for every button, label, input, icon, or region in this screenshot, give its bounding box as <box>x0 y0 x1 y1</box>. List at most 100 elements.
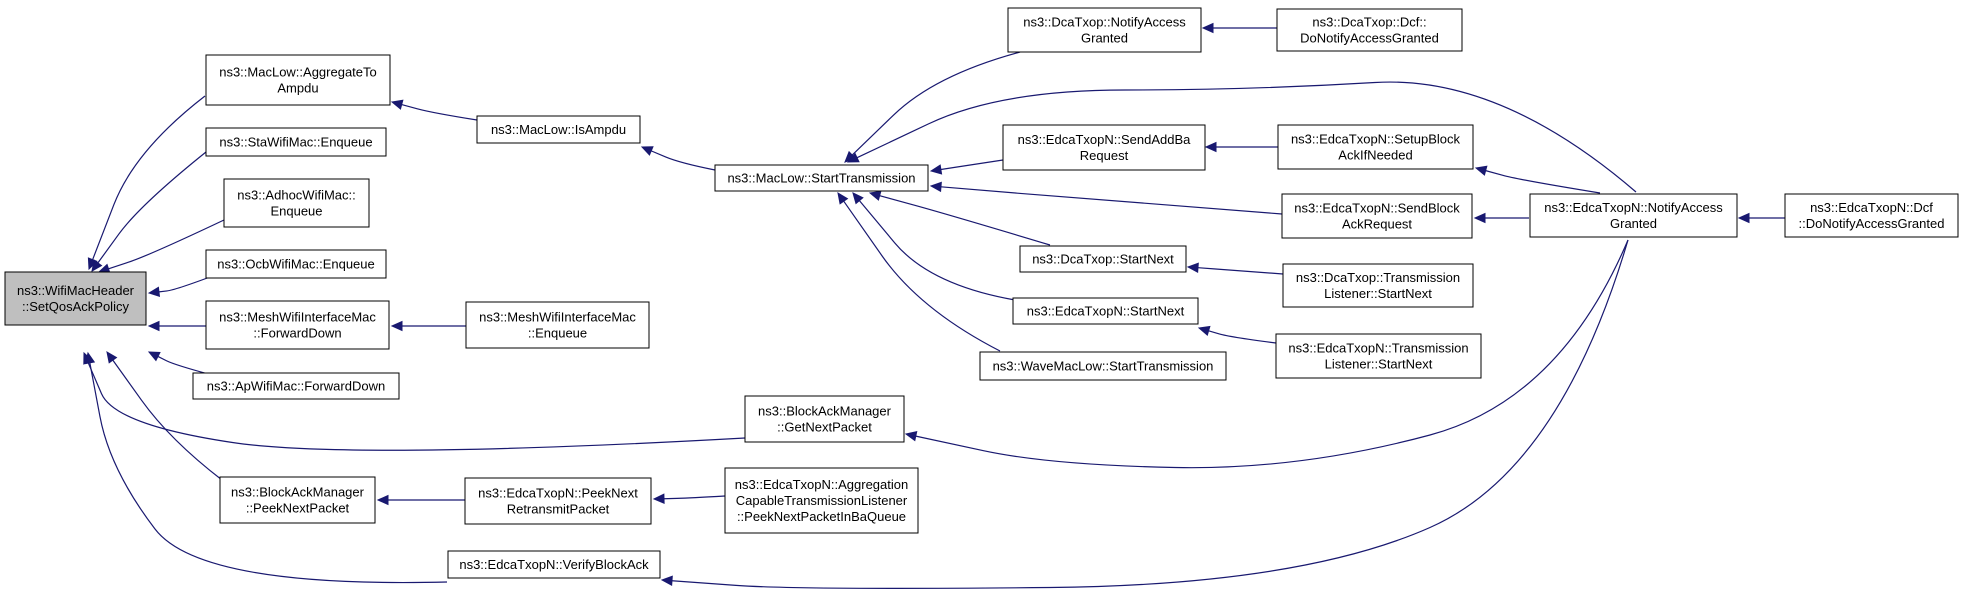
node-root[interactable]: ns3::WifiMacHeader::SetQosAckPolicy <box>4 271 147 326</box>
node-label-line: ::SetQosAckPolicy <box>22 299 129 314</box>
node-box <box>1007 7 1202 53</box>
edge-arrowhead <box>837 192 849 205</box>
node-label-line: Listener::StartNext <box>1325 357 1433 372</box>
node-edca-tl[interactable]: ns3::EdcaTxopN::TransmissionListener::St… <box>1275 333 1482 379</box>
call-edge-edca_startnext-to-starttx <box>852 192 1016 301</box>
node-label-line: ns3::WaveMacLow::StartTransmission <box>993 359 1214 374</box>
edge-line <box>856 81 1637 193</box>
edge-arrowhead <box>1737 212 1750 224</box>
node-label-line: ns3::BlockAckManager <box>758 404 892 419</box>
node-box <box>464 477 652 525</box>
node-label-line: ::GetNextPacket <box>777 420 872 435</box>
node-box <box>1012 297 1199 325</box>
node-starttx[interactable]: ns3::MacLow::StartTransmission <box>714 164 929 192</box>
node-ocb[interactable]: ns3::OcbWifiMac::Enqueue <box>205 249 387 279</box>
edge-arrowhead <box>1201 22 1214 34</box>
edge-line <box>663 495 726 500</box>
edge-line <box>92 95 206 260</box>
node-bam-peek[interactable]: ns3::BlockAckManager::PeekNextPacket <box>219 476 376 524</box>
node-mesh-fd[interactable]: ns3::MeshWifiInterfaceMac::ForwardDown <box>205 300 390 350</box>
edge-arrowhead <box>852 192 864 205</box>
node-edca-startnext[interactable]: ns3::EdcaTxopN::StartNext <box>1012 297 1199 325</box>
node-label-line: ns3::WifiMacHeader <box>17 283 135 298</box>
node-box <box>1281 193 1473 239</box>
node-box <box>223 178 370 228</box>
node-label-line: ::PeekNextPacket <box>246 501 350 516</box>
edge-arrowhead <box>652 493 665 504</box>
node-sta[interactable]: ns3::StaWifiMac::Enqueue <box>205 127 387 157</box>
node-isampdu[interactable]: ns3::MacLow::IsAmpdu <box>476 115 641 144</box>
node-ap[interactable]: ns3::ApWifiMac::ForwardDown <box>192 372 400 400</box>
node-box <box>724 467 919 534</box>
node-label-line: CapableTransmissionListener <box>736 493 908 508</box>
node-wave[interactable]: ns3::WaveMacLow::StartTransmission <box>979 351 1227 381</box>
node-box <box>192 372 400 400</box>
node-label-line: Granted <box>1081 31 1128 46</box>
node-adhoc[interactable]: ns3::AdhocWifiMac::Enqueue <box>223 178 370 228</box>
edge-line <box>108 219 225 270</box>
edge-arrowhead <box>1474 165 1488 176</box>
call-edge-edca_notify-to-verify <box>660 239 1629 589</box>
node-label-line: ::PeekNextPacketInBaQueue <box>737 509 906 524</box>
node-mesh-enq[interactable]: ns3::MeshWifiInterfaceMac::Enqueue <box>465 301 650 349</box>
edge-arrowhead <box>846 152 860 163</box>
edge-line <box>843 200 1001 352</box>
node-edca-dcf[interactable]: ns3::EdcaTxopN::Dcf::DoNotifyAccessGrant… <box>1784 193 1959 238</box>
edge-arrowhead <box>660 575 673 587</box>
edge-line <box>158 276 211 293</box>
node-label-line: ::Enqueue <box>528 326 587 341</box>
node-aggr-listener[interactable]: ns3::EdcaTxopN::AggregationCapableTransm… <box>724 467 919 534</box>
node-box <box>465 301 650 349</box>
node-label-line: RetransmitPacket <box>507 502 610 517</box>
node-edca-notify[interactable]: ns3::EdcaTxopN::NotifyAccessGranted <box>1529 193 1738 238</box>
node-dca-notify[interactable]: ns3::DcaTxop::NotifyAccessGranted <box>1007 7 1202 53</box>
node-label-line: ns3::EdcaTxopN::PeekNext <box>478 486 638 501</box>
edge-arrowhead <box>929 164 943 175</box>
call-edge-dca_notify-to-starttx <box>844 51 1021 163</box>
edge-line <box>915 239 1629 469</box>
node-dca-tl[interactable]: ns3::DcaTxop::TransmissionListener::Star… <box>1282 263 1474 308</box>
node-label-line: ns3::AdhocWifiMac:: <box>237 188 356 203</box>
call-edge-edca_dcf-to-edca_notify <box>1737 212 1785 224</box>
node-label-line: Enqueue <box>270 204 322 219</box>
node-box <box>979 351 1227 381</box>
call-edge-send_addba-to-starttx <box>929 159 1004 175</box>
node-label-line: ns3::MeshWifiInterfaceMac <box>219 310 376 325</box>
node-label-line: ns3::EdcaTxopN::StartNext <box>1027 304 1185 319</box>
node-label-line: ::ForwardDown <box>253 326 341 341</box>
node-box <box>1275 333 1482 379</box>
call-edge-dcf_notify-to-dca_notify <box>1201 22 1277 34</box>
edge-arrowhead <box>376 494 389 506</box>
node-verify[interactable]: ns3::EdcaTxopN::VerifyBlockAck <box>447 550 661 579</box>
node-label-line: ns3::EdcaTxopN::NotifyAccess <box>1544 200 1723 215</box>
node-box <box>1277 124 1474 170</box>
node-label-line: ns3::DcaTxop::NotifyAccess <box>1023 15 1186 30</box>
call-edge-edca_tl-to-edca_startnext <box>1197 325 1277 344</box>
node-label-line: Granted <box>1610 216 1657 231</box>
call-edge-edca_notify-to-starttx <box>846 81 1637 193</box>
node-label-line: ns3::OcbWifiMac::Enqueue <box>217 257 375 272</box>
node-label-line: ns3::EdcaTxopN::Aggregation <box>735 477 908 492</box>
node-bam-get[interactable]: ns3::BlockAckManager::GetNextPacket <box>744 395 905 443</box>
edge-line <box>157 355 213 376</box>
call-edge-bam_get-to-root <box>83 351 746 451</box>
edge-arrowhead <box>1186 262 1199 274</box>
edge-line <box>650 150 716 171</box>
edge-arrowhead <box>1197 325 1211 336</box>
node-label-line: AckIfNeeded <box>1338 148 1412 163</box>
node-dca-startnext[interactable]: ns3::DcaTxop::StartNext <box>1019 245 1187 273</box>
call-graph-nodes: ns3::WifiMacHeader::SetQosAckPolicyns3::… <box>4 7 1959 579</box>
node-label-line: ns3::DcaTxop::StartNext <box>1032 252 1174 267</box>
call-edge-ocb-to-root <box>147 276 211 298</box>
node-label-line: ns3::EdcaTxopN::Dcf <box>1810 200 1933 215</box>
edge-arrowhead <box>390 99 404 110</box>
edge-line <box>671 239 1629 589</box>
edge-line <box>940 159 1004 171</box>
node-dcf-notify[interactable]: ns3::DcaTxop::Dcf::DoNotifyAccessGranted <box>1276 8 1463 52</box>
